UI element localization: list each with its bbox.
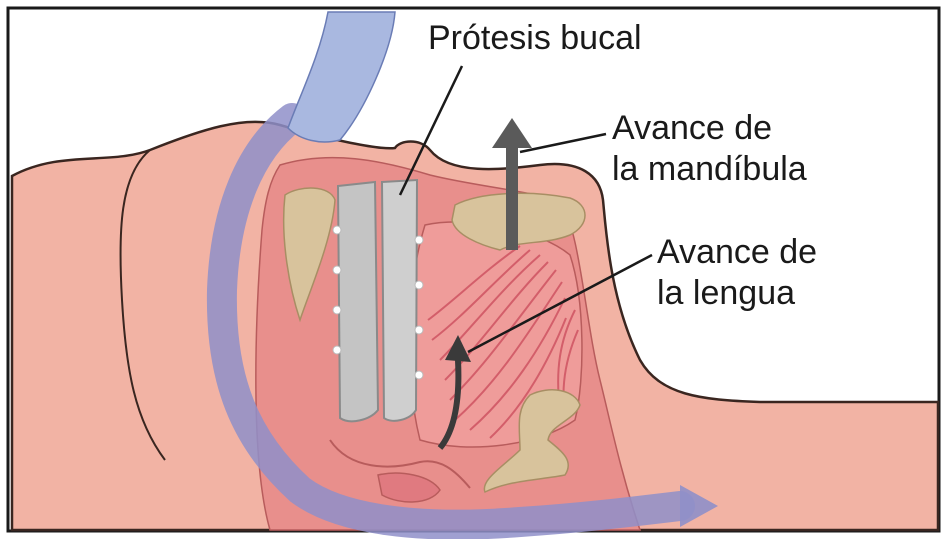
jaw-label-line2: la mandíbula <box>612 149 807 189</box>
tongue-label-line1: Avance de <box>657 232 817 272</box>
jaw-label-line1: Avance de <box>612 108 772 148</box>
tongue-label-line2: la lengua <box>657 273 795 313</box>
appliance-label: Prótesis bucal <box>428 18 642 58</box>
